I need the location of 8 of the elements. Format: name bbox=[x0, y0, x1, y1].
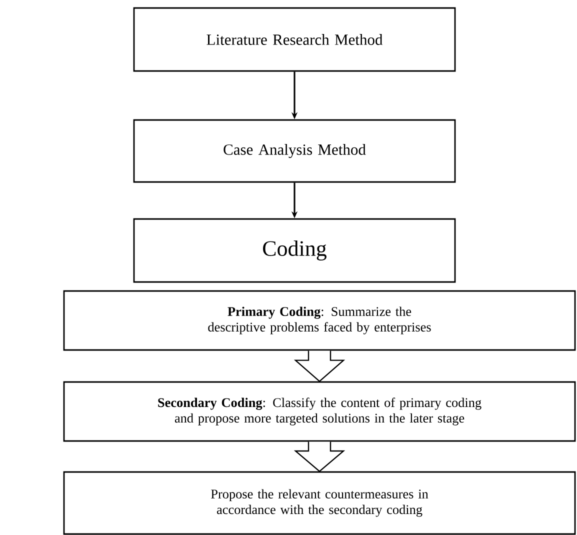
block-arrow bbox=[294, 350, 346, 382]
process-box: Literature Research Method bbox=[133, 7, 456, 72]
process-box: Coding bbox=[133, 218, 456, 283]
block-arrow bbox=[294, 441, 346, 472]
process-box: Case Analysis Method bbox=[133, 119, 456, 183]
process-box: Secondary Coding: Classify the content of primary coding and propose more targeted solutions in the later stage bbox=[63, 381, 576, 442]
process-box: Propose the relevant countermeasures in accordance with the secondary coding bbox=[63, 471, 576, 535]
process-box: Primary Coding: Summarize the descriptive problems faced by enterprises bbox=[63, 290, 576, 351]
